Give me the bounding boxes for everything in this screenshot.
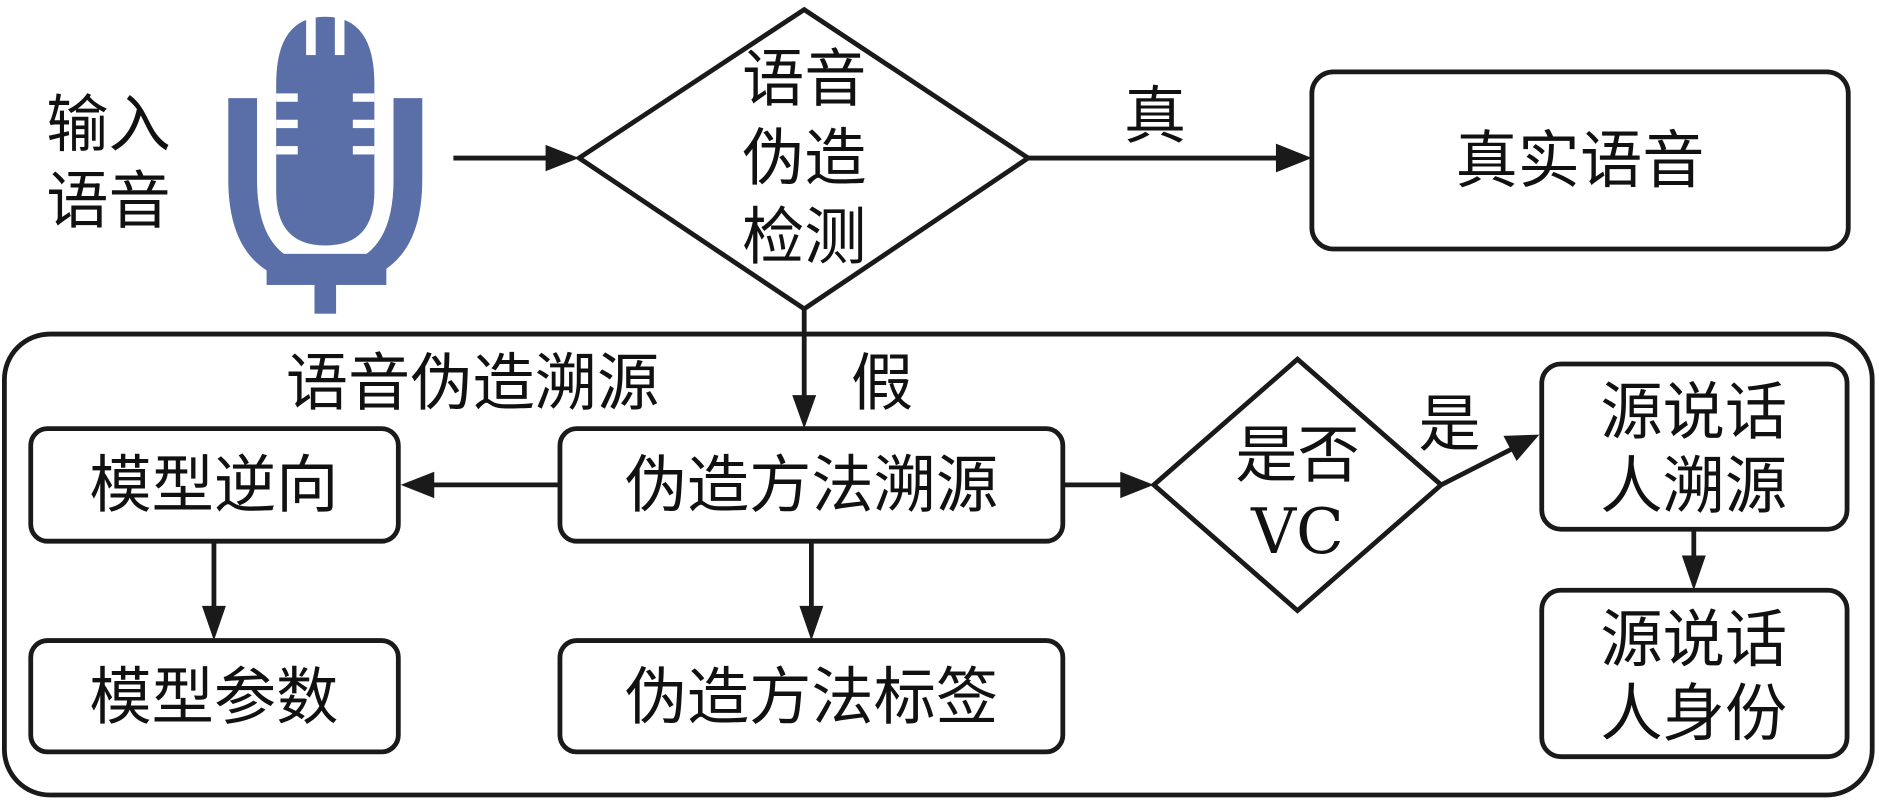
arrow-detection-to-method-tracing [792, 308, 817, 429]
input-label-line2: 语音 [46, 165, 171, 238]
method-label-node: 伪造方法标签 [557, 638, 1066, 755]
detection-label-line2: 伪造 [742, 122, 867, 195]
edge-label-real: 真 [1124, 80, 1186, 153]
input-label-line1: 输入 [46, 88, 171, 161]
arrow-input-to-detection [453, 144, 580, 172]
source-speaker-tracing-line1: 源说话 [1600, 375, 1787, 448]
arrow-vc-to-speaker-tracing [1440, 434, 1540, 488]
model-params-label: 模型参数 [89, 660, 338, 733]
source-speaker-tracing-node: 源说话 人溯源 [1539, 361, 1850, 532]
tracing-group-title: 语音伪造溯源 [286, 347, 660, 420]
edge-label-fake: 假 [851, 347, 913, 420]
arrow-method-to-label [799, 541, 824, 641]
detection-decision: 语音 伪造 检测 [574, 6, 1033, 312]
real-speech-node: 真实语音 [1309, 69, 1851, 252]
source-speaker-identity-line2: 人身份 [1600, 677, 1787, 750]
real-speech-label: 真实语音 [1456, 124, 1705, 197]
detection-label-line1: 语音 [742, 43, 867, 116]
model-inversion-node: 模型逆向 [28, 426, 401, 544]
method-tracing-node: 伪造方法溯源 [557, 426, 1066, 544]
method-tracing-label: 伪造方法溯源 [625, 448, 999, 521]
detection-label-line3: 检测 [742, 201, 867, 274]
source-speaker-identity-node: 源说话 人身份 [1539, 587, 1850, 760]
method-label-label: 伪造方法标签 [625, 660, 999, 733]
tracing-group: 语音伪造溯源 [2, 331, 1875, 798]
vc-check-decision: 是否 VC [1150, 356, 1445, 614]
arrow-detection-to-real [1028, 143, 1312, 173]
arrow-method-to-vc [1062, 471, 1154, 499]
microphone-icon [228, 16, 423, 314]
vc-check-line2: VC [1250, 495, 1344, 568]
model-inversion-label: 模型逆向 [89, 448, 338, 521]
edge-label-yes: 是 [1418, 387, 1480, 460]
source-speaker-identity-line1: 源说话 [1600, 603, 1787, 676]
source-speaker-tracing-line2: 人溯源 [1600, 450, 1787, 523]
arrow-speaker-tracing-to-identity [1681, 529, 1706, 591]
arrow-method-to-inversion [400, 471, 560, 499]
vc-check-line1: 是否 [1235, 419, 1360, 492]
arrow-inversion-to-params [201, 541, 226, 641]
model-params-node: 模型参数 [28, 638, 401, 755]
